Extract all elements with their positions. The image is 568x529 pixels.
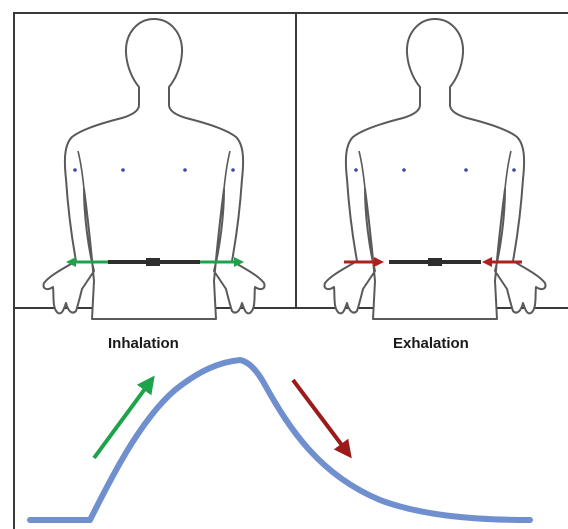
- torso-exhalation-panel: [325, 19, 546, 319]
- belt-buckle-left: [146, 258, 160, 266]
- torso-inhalation-panel: [44, 19, 265, 319]
- rise-arrow-icon: [94, 382, 150, 458]
- human-torso-left-icon: [44, 19, 265, 319]
- breathing-waveform-panel: Inhalation Exhalation: [30, 335, 530, 520]
- exhalation-label: Exhalation: [393, 335, 469, 352]
- belt-buckle-right: [428, 258, 442, 266]
- inhalation-label: Inhalation: [108, 335, 179, 352]
- human-torso-right-icon: [325, 19, 546, 319]
